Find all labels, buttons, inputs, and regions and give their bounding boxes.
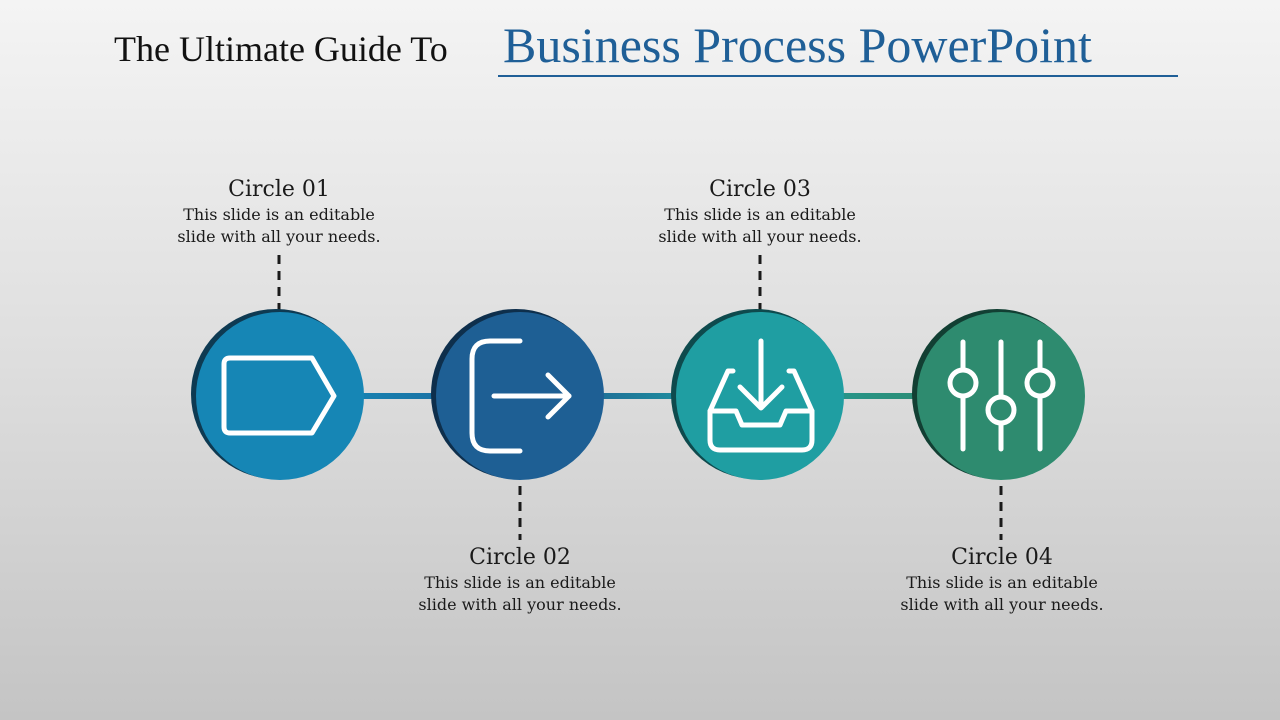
title-underline <box>498 75 1178 77</box>
step-heading: Circle 02 <box>469 545 571 570</box>
step-label-2: Circle 02 This slide is an editable slid… <box>390 544 650 616</box>
step-description-line: slide with all your needs. <box>177 227 381 246</box>
step-heading: Circle 01 <box>228 177 330 202</box>
exit-arrow-icon <box>469 338 572 454</box>
step-description-line: slide with all your needs. <box>658 227 862 246</box>
circle-step-2 <box>431 309 604 480</box>
connector-line <box>330 393 950 399</box>
step-heading: Circle 03 <box>709 177 811 202</box>
step-label-1: Circle 01 This slide is an editable slid… <box>149 176 409 248</box>
step-description-line: This slide is an editable <box>664 205 856 224</box>
circle-step-1 <box>191 309 364 480</box>
step-description-line: This slide is an editable <box>183 205 375 224</box>
step-label-3: Circle 03 This slide is an editable slid… <box>630 176 890 248</box>
step-heading: Circle 04 <box>951 545 1053 570</box>
sliders-icon <box>947 339 1056 452</box>
slide-title: The Ultimate Guide To Business Process P… <box>0 14 1280 84</box>
step-description-line: slide with all your needs. <box>900 595 1104 614</box>
title-prefix: The Ultimate Guide To <box>114 29 448 69</box>
circle-step-4 <box>912 309 1085 480</box>
step-description-line: This slide is an editable <box>906 573 1098 592</box>
step-description-line: slide with all your needs. <box>418 595 622 614</box>
step-description-line: This slide is an editable <box>424 573 616 592</box>
title-highlight: Business Process PowerPoint <box>503 17 1092 73</box>
inbox-download-icon <box>707 338 815 453</box>
circle-step-3 <box>671 309 844 480</box>
step-label-4: Circle 04 This slide is an editable slid… <box>872 544 1132 616</box>
tag-icon <box>221 355 337 436</box>
